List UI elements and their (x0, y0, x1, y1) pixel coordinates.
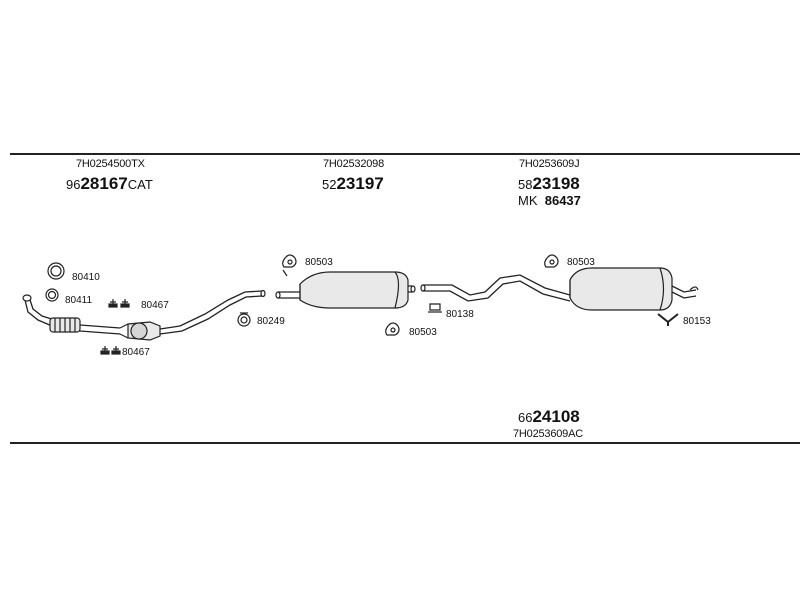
assembly-main-number: 23197 (336, 174, 384, 193)
assembly-code-middle: 7H02532098 (323, 158, 385, 170)
bolt-set-80467-lower (100, 346, 121, 355)
rear-silencer (569, 267, 699, 311)
part-label-80503-upper: 80503 (305, 257, 333, 268)
kit-number: 6624108 (518, 407, 580, 427)
assembly-number-front: 9628167CAT (66, 174, 153, 194)
top-rule (10, 153, 800, 155)
mounting-kit-prefix: MK (518, 193, 538, 208)
intermediate-pipe (420, 274, 571, 302)
mounting-kit-number: MK 86437 (518, 193, 581, 208)
part-label-80467-lower: 80467 (122, 347, 150, 358)
assembly-prefix: 58 (518, 177, 533, 192)
assembly-code-rear: 7H0253609J (519, 158, 580, 170)
gasket-ring-80411 (45, 288, 59, 302)
part-label-80153: 80153 (683, 316, 711, 327)
gasket-ring-80410 (47, 262, 65, 280)
assembly-prefix: 52 (322, 177, 337, 192)
middle-silencer (275, 271, 416, 309)
front-pipe-with-catalyst (22, 289, 266, 341)
clamp-80138 (428, 303, 442, 313)
rubber-hanger-80503-rear (544, 254, 559, 268)
mounting-kit-main: 86437 (544, 193, 581, 208)
bolt-set-80467-upper (108, 299, 130, 308)
assembly-code-front: 7H0254500TX (76, 158, 145, 170)
assembly-main-number: 23198 (532, 174, 580, 193)
bottom-rule (10, 442, 800, 444)
assembly-main-number: 28167 (80, 174, 128, 193)
part-label-80503-lower: 80503 (409, 327, 437, 338)
part-label-80467-upper: 80467 (141, 300, 169, 311)
assembly-suffix: CAT (127, 177, 153, 192)
kit-code: 7H0253609AC (513, 428, 583, 440)
clamp-80249 (237, 312, 251, 327)
part-label-80410: 80410 (72, 272, 100, 283)
assembly-number-middle: 5223197 (322, 174, 384, 194)
part-label-80249: 80249 (257, 316, 285, 327)
kit-prefix: 66 (518, 410, 533, 425)
assembly-number-rear: 5823198 (518, 174, 580, 194)
mounting-bracket-80153 (657, 313, 679, 326)
part-label-80503-rear: 80503 (567, 257, 595, 268)
part-label-80411: 80411 (65, 295, 93, 306)
assembly-prefix: 96 (66, 177, 81, 192)
rubber-hanger-80503-lower (385, 322, 400, 336)
rubber-hanger-80503-upper (282, 254, 297, 277)
part-label-80138: 80138 (446, 309, 474, 320)
kit-main-number: 24108 (532, 407, 580, 426)
